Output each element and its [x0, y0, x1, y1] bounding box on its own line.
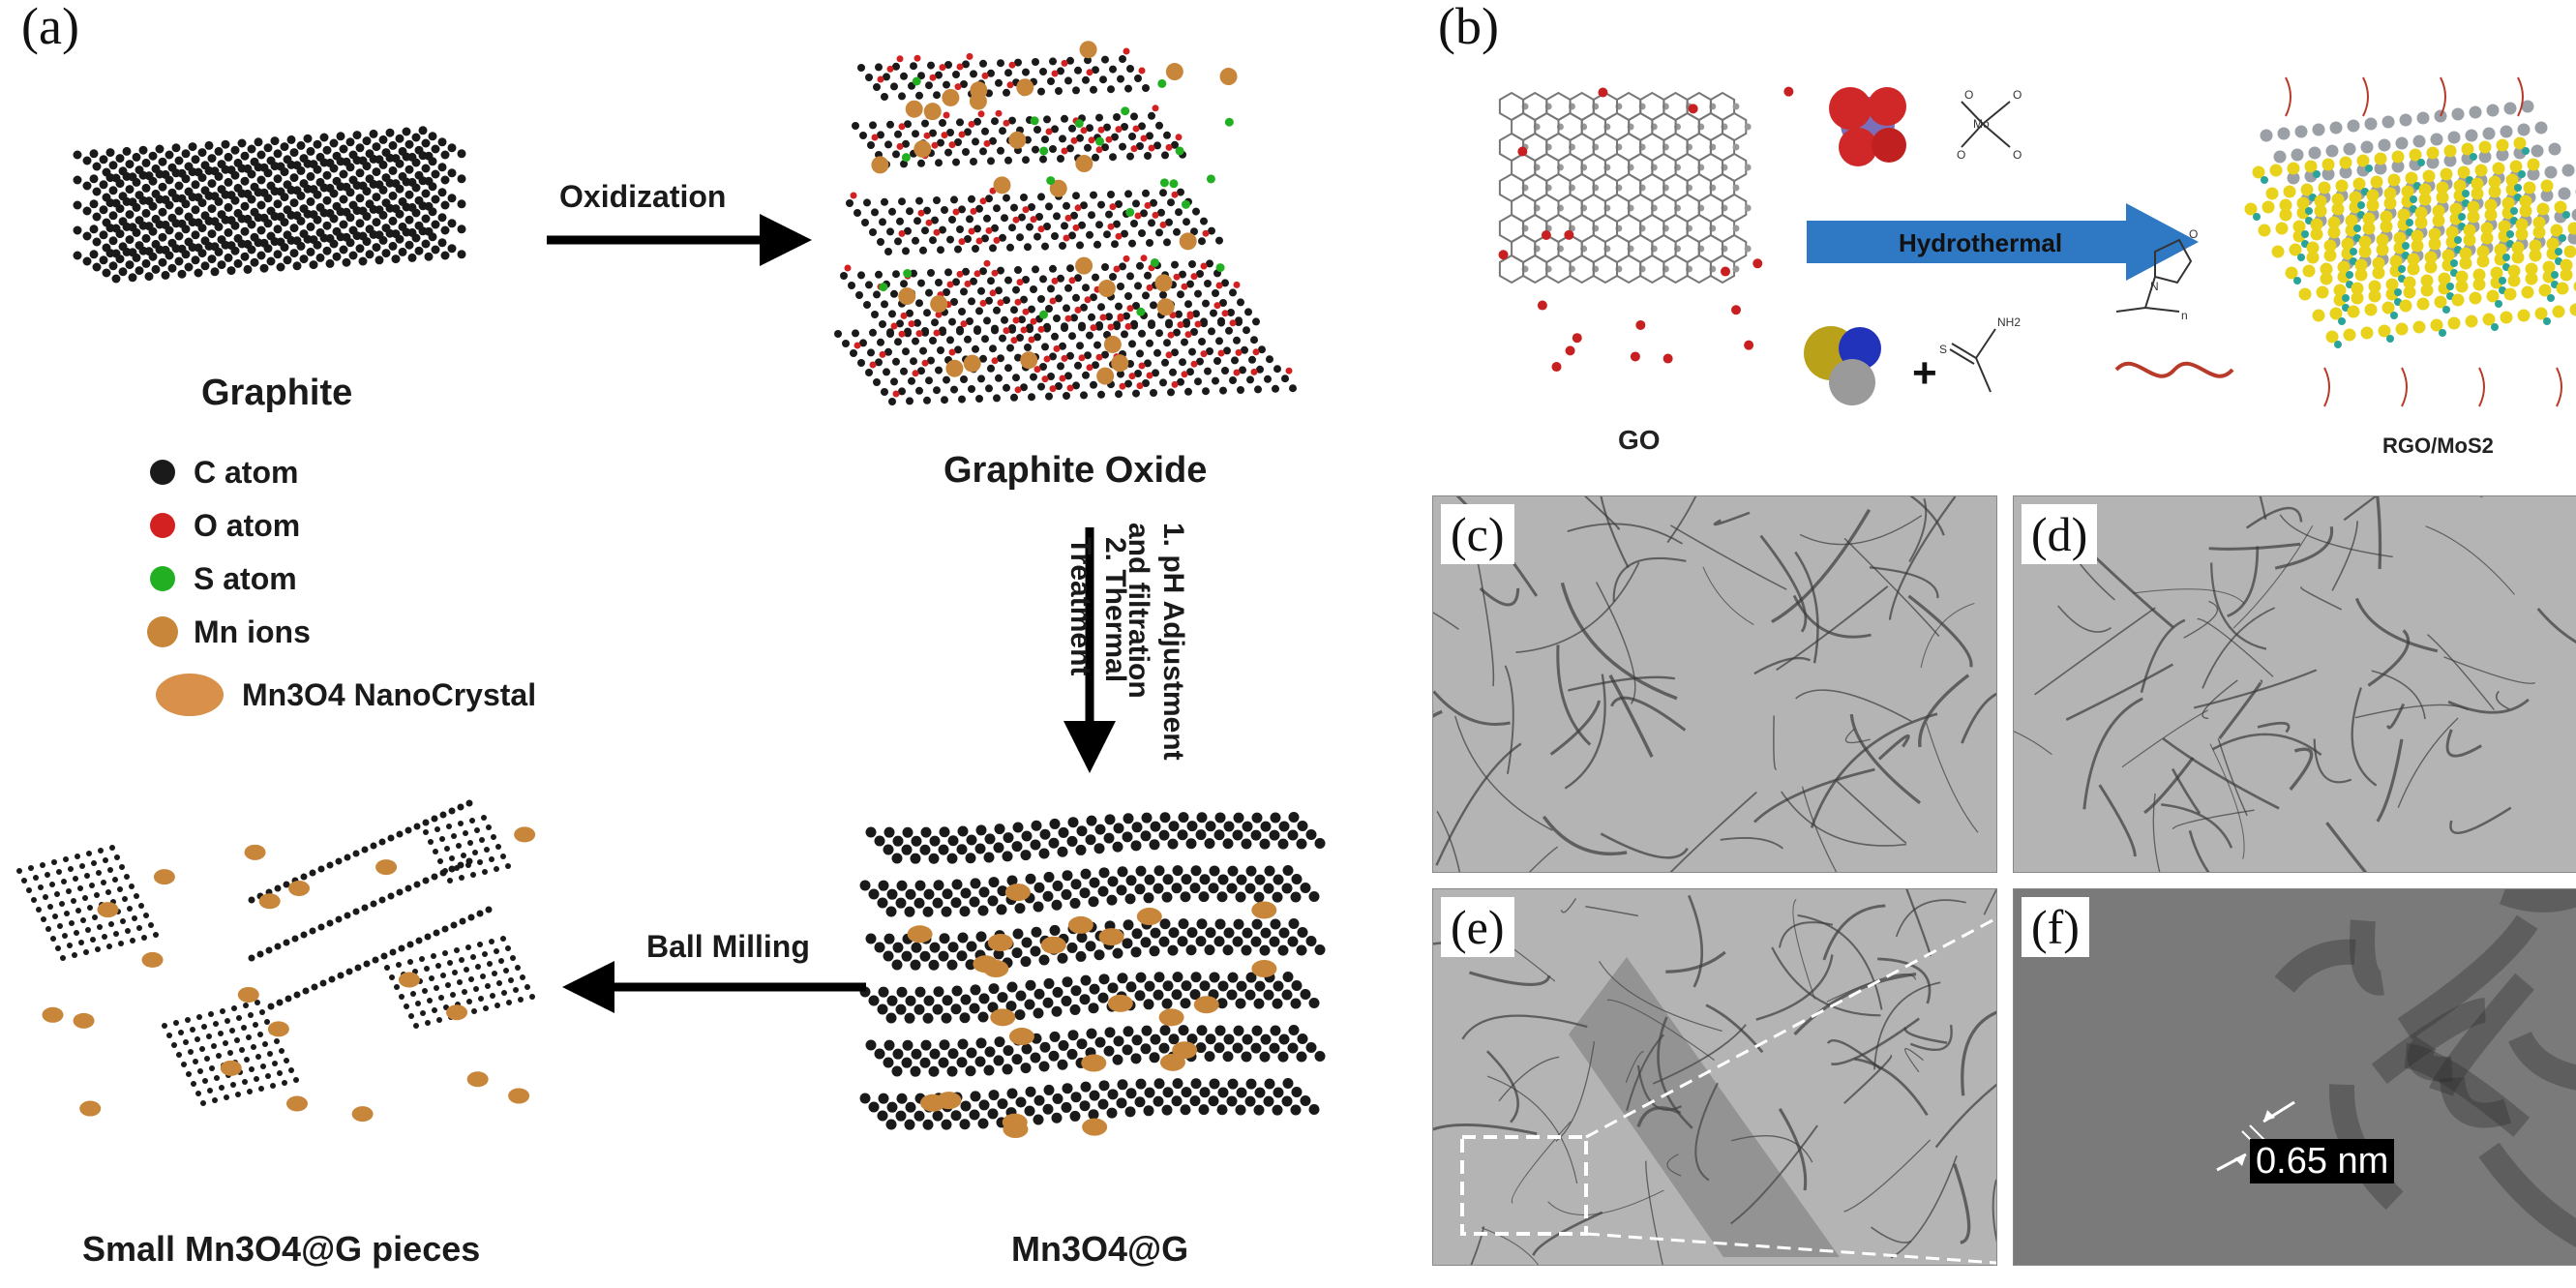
tem-texture-c: [1433, 496, 1996, 872]
step2-line2: Treatment: [1064, 537, 1096, 676]
tem-e-tag: (e): [1441, 897, 1514, 957]
step1-line1: 1. pH Adjustment: [1157, 523, 1189, 761]
nh2-label: NH2: [1997, 315, 2021, 329]
rgo-mos2-composite: [2244, 76, 2576, 407]
legend-s-label: S atom: [194, 561, 297, 596]
go-lattice: [1498, 86, 1794, 373]
o-atom-icon: [150, 513, 175, 538]
ball-milling-label: Ball Milling: [646, 929, 810, 964]
graphite-label: Graphite: [201, 373, 353, 413]
mo-o-label-2: O: [2013, 88, 2022, 102]
tem-f-tag: (f): [2022, 897, 2089, 957]
tem-image-c: (c): [1432, 495, 1997, 873]
tem-texture-e: [1433, 889, 1996, 1265]
mo-o-label-4: O: [2013, 148, 2022, 162]
small-pieces-cluster: [16, 799, 536, 1123]
legend-o-label: O atom: [194, 508, 301, 543]
pvp-structure: [2115, 238, 2193, 313]
molybdate-structure: [1961, 101, 2011, 148]
tem-texture-f: [2014, 889, 2576, 1265]
mn3o4g-stack: [859, 812, 1326, 1139]
rgo-mos2-label: RGO/MoS2: [2382, 434, 2494, 458]
pvp-n-label: N: [2150, 280, 2159, 293]
graphite-oxide-stack: [834, 41, 1297, 405]
step2-label: 2. Thermal Treatment: [1063, 537, 1132, 682]
zoom-line-top: [1585, 916, 1996, 1139]
tem-image-e: (e): [1432, 888, 1997, 1266]
legend-c-label: C atom: [194, 455, 299, 490]
mo-label: Mo: [1973, 117, 1990, 131]
tem-c-tag: (c): [1441, 504, 1514, 564]
s-label: S: [1939, 343, 1947, 356]
tem-e-zoom-overlay: [1460, 916, 1996, 1265]
lattice-spacing-label: 0.65 nm: [2250, 1139, 2395, 1183]
molybdate-sphere: [1829, 87, 1906, 166]
legend-mn-label: Mn ions: [194, 614, 311, 649]
mn-ion-icon: [147, 616, 178, 647]
panel-a-diagram: [16, 41, 1326, 1139]
mo-o-label-1: O: [1964, 88, 1973, 102]
pvp-o-label: O: [2189, 227, 2198, 241]
step2-line1: 2. Thermal: [1099, 537, 1131, 683]
polymer-chain-icon: [2114, 361, 2234, 378]
panel-b-tag: (b): [1438, 0, 1499, 55]
panel-a-tag: (a): [21, 0, 79, 55]
nanocrystal-icon: [156, 674, 224, 716]
panel-b-diagram: + O O Mo O O NH2 S O N n GO Hydrothermal…: [1498, 76, 2576, 458]
go-label: GO: [1618, 425, 1661, 455]
s-atom-icon: [150, 566, 175, 591]
graphite-oxide-label: Graphite Oxide: [944, 450, 1208, 491]
lattice-arrows: [2216, 1100, 2295, 1172]
small-pieces-label: Small Mn3O4@G pieces: [82, 1229, 481, 1269]
mn3o4g-label: Mn3O4@G: [1011, 1229, 1189, 1269]
tem-texture-d: [2014, 496, 2576, 872]
tem-image-d: (d): [2013, 495, 2576, 873]
mo-o-label-3: O: [1957, 148, 1965, 162]
pvp-n-subscript: n: [2181, 309, 2188, 322]
tem-image-f: (f) 0.65 nm: [2013, 888, 2576, 1266]
hydrothermal-label: Hydrothermal: [1899, 228, 2062, 257]
zoom-line-bottom: [1585, 1232, 1996, 1265]
thioacetamide-structure: [1949, 328, 1996, 393]
zoom-box: [1460, 1135, 1588, 1236]
graphite-stack: [73, 126, 466, 284]
thioacetamide-sphere: [1804, 326, 1881, 405]
c-atom-icon: [150, 460, 175, 485]
legend-nanocrystal-label: Mn3O4 NanoCrystal: [242, 677, 537, 712]
hydrothermal-arrow: [1807, 203, 2199, 281]
plus-sign: +: [1912, 349, 1937, 397]
oxidization-label: Oxidization: [559, 179, 727, 214]
tem-d-tag: (d): [2022, 504, 2098, 564]
